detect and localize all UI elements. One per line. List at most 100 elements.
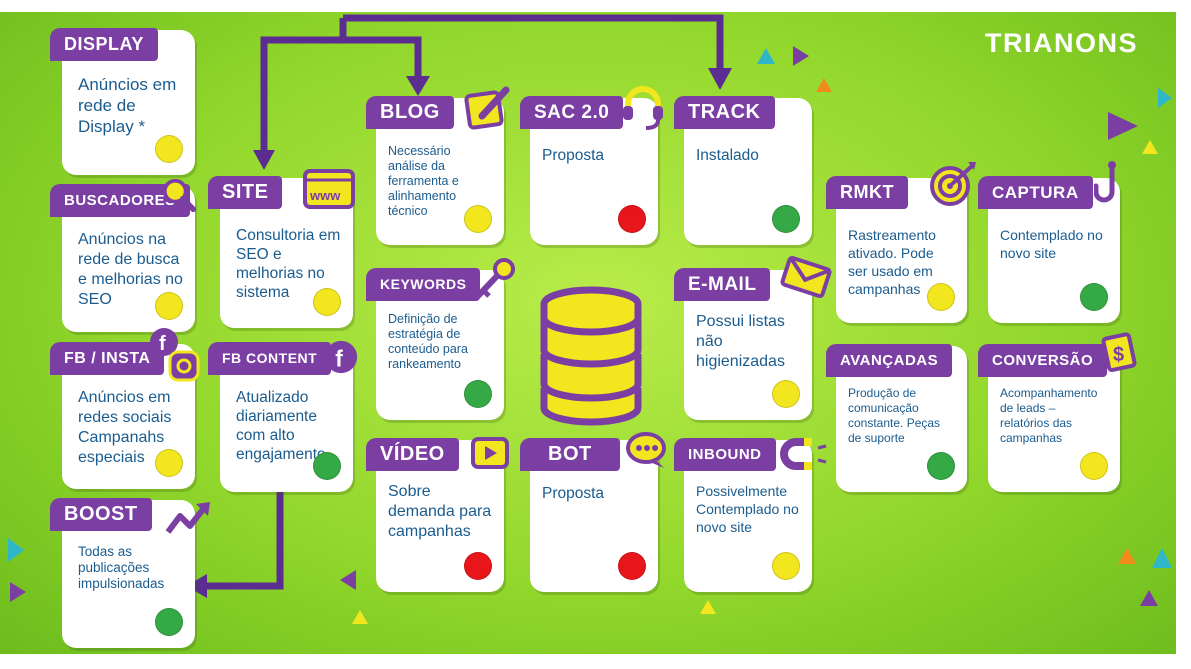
card-title: FB CONTENT: [208, 342, 332, 375]
card-bot: BOT Proposta: [520, 438, 658, 592]
headset-icon: [623, 86, 663, 130]
money-icon: $: [1101, 332, 1137, 372]
card-text: Sobre demanda para campanhas: [388, 483, 492, 540]
card-keywords: KEYWORDS Definição de estratégia de cont…: [366, 268, 504, 420]
status-dot: [772, 380, 800, 408]
arrow-fbcontent-to-boost: [205, 462, 284, 590]
card-text: Atualizado diariamente com alto engajame…: [236, 389, 326, 463]
card-buscadores: BUSCADORES Anúncios na rede de busca e m…: [50, 184, 195, 332]
card-text: Todas as publicações impulsionadas: [78, 544, 165, 591]
arrowhead-track: [708, 68, 732, 90]
frame-right: [1176, 0, 1191, 669]
card-text: Proposta: [542, 147, 605, 164]
card-text: Anúncios em redes sociais Campanahs espe…: [78, 389, 172, 466]
card-captura: CAPTURA Contemplado no novo site: [978, 176, 1120, 323]
card-text: Consultoria em SEO e melhorias no sistem…: [236, 227, 341, 301]
decor-triangle: [1108, 112, 1138, 140]
card-sac: SAC 2.0 Proposta: [520, 96, 658, 245]
frame-bottom: [0, 654, 1191, 669]
status-dot: [313, 452, 341, 480]
frame-top: [0, 0, 1191, 12]
play-icon: [471, 437, 509, 469]
card-text: Produção de comunicação constante. Peças…: [848, 386, 941, 445]
card-title: SAC 2.0: [520, 96, 624, 129]
svg-text:f: f: [159, 333, 166, 355]
status-dot: [155, 449, 183, 477]
card-title: E-MAIL: [674, 268, 771, 301]
facebook-instagram-icon: f: [150, 328, 200, 382]
status-dot: [772, 552, 800, 580]
www-browser-icon: www: [303, 169, 355, 209]
card-text: Definição de estratégia de conteúdo para…: [388, 312, 468, 371]
hook-icon: [1094, 161, 1116, 203]
decor-triangle: [340, 570, 356, 590]
card-email: E-MAIL Possui listas não higienizadas: [674, 268, 812, 420]
facebook-icon: f: [324, 340, 358, 374]
key-icon: [475, 258, 515, 299]
arrow-to-site: [260, 18, 347, 150]
target-icon: [930, 162, 976, 206]
status-dot: [464, 380, 492, 408]
status-dot: [772, 205, 800, 233]
magnifier-icon: [162, 178, 197, 213]
decor-triangle: [352, 610, 368, 624]
card-display: DISPLAY Anúncios em rede de Display *: [50, 28, 195, 175]
svg-text:www: www: [309, 188, 341, 203]
card-text: Anúncios em rede de Display *: [78, 75, 177, 136]
arrowhead-blog: [406, 76, 430, 96]
status-dot: [464, 552, 492, 580]
arrowhead-site: [253, 150, 275, 170]
decor-triangle: [816, 78, 832, 92]
decor-triangle: [10, 582, 26, 602]
status-dot: [155, 608, 183, 636]
card-title: SITE: [208, 176, 283, 209]
envelope-icon: [780, 255, 832, 299]
decor-triangle: [1118, 548, 1136, 564]
status-dot: [618, 205, 646, 233]
decor-triangle: [1142, 140, 1158, 154]
card-title: AVANÇADAS: [826, 344, 953, 377]
card-title: BOT: [520, 438, 620, 471]
status-dot: [927, 283, 955, 311]
card-conversao: CONVERSÃO Acompanhamento de leads – rela…: [978, 344, 1120, 492]
card-text: Rastreamento ativado. Pode ser usado em …: [848, 227, 936, 297]
card-title: INBOUND: [674, 438, 776, 471]
card-text: Anúncios na rede de busca e melhorias no…: [78, 231, 183, 308]
card-title: RMKT: [826, 176, 908, 209]
status-dot: [927, 452, 955, 480]
card-title: CAPTURA: [978, 176, 1093, 209]
decor-triangle: [8, 538, 24, 562]
chat-bubble-icon: [626, 432, 666, 468]
card-text: Possui listas não higienizadas: [696, 313, 785, 370]
card-title: FB / INSTA: [50, 342, 165, 375]
svg-text:f: f: [335, 346, 343, 372]
magnet-icon: [780, 438, 827, 470]
card-avancadas: AVANÇADAS Produção de comunicação consta…: [826, 344, 967, 492]
card-text: Instalado: [696, 147, 759, 164]
decor-triangle: [793, 46, 809, 66]
status-dot: [618, 552, 646, 580]
status-dot: [464, 205, 492, 233]
card-title: KEYWORDS: [366, 268, 481, 301]
brand-logo: TRIANONS: [985, 28, 1138, 58]
card-text: Proposta: [542, 485, 605, 502]
status-dot: [313, 288, 341, 316]
card-text: Contemplado no novo site: [1000, 227, 1103, 261]
decor-triangle: [700, 600, 716, 614]
card-text: Acompanhamento de leads – relatórios das…: [1000, 386, 1098, 445]
status-dot: [155, 292, 183, 320]
svg-text:$: $: [1113, 344, 1124, 366]
card-title: DISPLAY: [50, 28, 158, 61]
decor-triangle: [1140, 590, 1158, 606]
arrow-to-track: [343, 14, 724, 70]
status-dot: [1080, 452, 1108, 480]
card-blog: BLOG Necessário análise da ferramenta e …: [366, 96, 504, 245]
status-dot: [155, 135, 183, 163]
card-title: BOOST: [50, 498, 152, 531]
card-text: Necessário análise da ferramenta e alinh…: [388, 144, 459, 218]
database-icon: [540, 286, 642, 426]
arrowhead-boost: [186, 574, 207, 598]
card-title: TRACK: [674, 96, 775, 129]
